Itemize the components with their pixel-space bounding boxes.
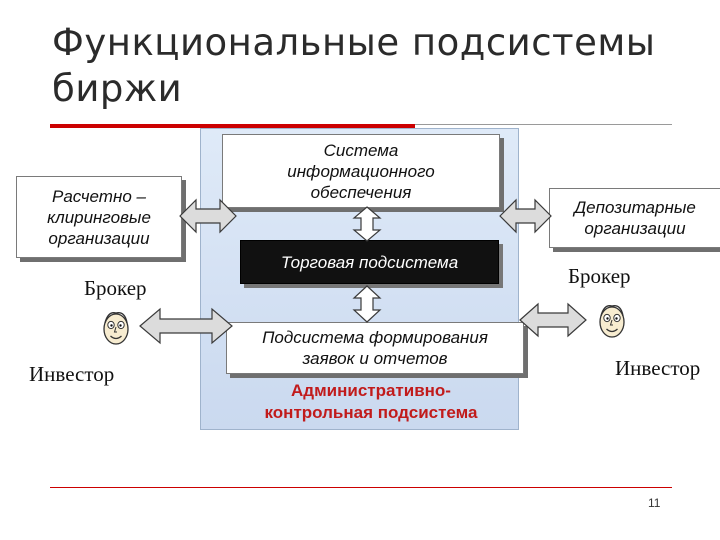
clearing-line-2: клиринговые	[47, 207, 151, 227]
investor-right-label: Инвестор	[612, 356, 704, 381]
trading-subsystem-label: Торговая подсистема	[280, 252, 459, 272]
info-system-line-1: Система	[323, 140, 399, 160]
broker-left-label: Брокер	[81, 276, 150, 301]
depository-line-2: организации	[584, 219, 686, 238]
page-number: 11	[648, 496, 661, 510]
admin-line-2: контрольная подсистема	[264, 403, 478, 422]
clearing-organizations-box: Расчетно – клиринговые организации	[16, 176, 182, 258]
clearing-line-3: организации	[48, 228, 150, 248]
depository-organizations-box: Депозитарные организации	[549, 188, 720, 248]
info-system-box: Система информационного обеспечения	[222, 134, 500, 208]
slide-title-line-2: биржи	[52, 67, 183, 110]
footer-rule	[50, 487, 672, 488]
smiley-face-icon	[103, 312, 129, 345]
double-arrow-icon	[519, 302, 587, 338]
orders-line-2: заявок и отчетов	[302, 349, 448, 368]
orders-line-1: Подсистема формирования	[262, 328, 488, 347]
info-system-line-2: информационного	[287, 161, 435, 181]
slide-title-line-1: Функциональные подсистемы	[52, 21, 656, 64]
smiley-face-icon	[599, 305, 625, 338]
trading-subsystem-box: Торговая подсистема	[240, 240, 499, 284]
info-system-line-3: обеспечения	[310, 182, 412, 202]
investor-left-label: Инвестор	[26, 362, 118, 387]
title-underline-red	[50, 124, 415, 128]
admin-subsystem-label: Административно- контрольная подсистема	[236, 380, 506, 424]
slide-title: Функциональные подсистемы биржи	[52, 20, 692, 112]
broker-right-label: Брокер	[565, 264, 634, 289]
depository-line-1: Депозитарные	[574, 198, 696, 217]
clearing-line-1: Расчетно –	[52, 186, 146, 206]
orders-subsystem-box: Подсистема формирования заявок и отчетов	[226, 322, 524, 374]
title-underline-gray	[415, 124, 672, 125]
admin-line-1: Административно-	[291, 381, 451, 400]
